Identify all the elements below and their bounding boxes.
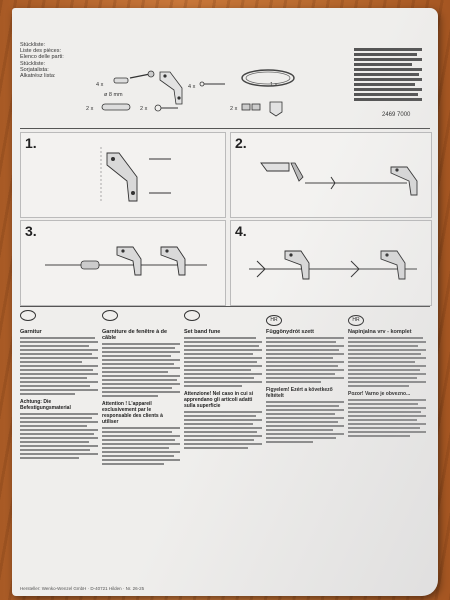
step-number: 4. bbox=[235, 223, 247, 239]
parts-list-labels: Stückliste: Liste des pièces: Elenco del… bbox=[20, 42, 64, 79]
dowel-icon bbox=[113, 77, 129, 84]
parts-label-line: Stückliste: bbox=[20, 60, 46, 67]
step-number: 2. bbox=[235, 135, 247, 151]
language-column-de: Garnitur Achtung: Die Befestigungsmateri… bbox=[20, 308, 98, 596]
hook-icon bbox=[199, 81, 225, 87]
part-qty: 2 x bbox=[230, 106, 238, 112]
body-text-lines bbox=[348, 337, 426, 387]
part-qty: 4 x bbox=[96, 82, 104, 88]
body-text-lines bbox=[102, 343, 180, 397]
body-text-lines bbox=[20, 413, 98, 459]
step-number: 1. bbox=[25, 135, 37, 151]
part-note: ø 8 mm bbox=[104, 92, 123, 98]
parts-label-line: Stückliste: bbox=[20, 42, 46, 48]
language-title: Függönydrót szett bbox=[266, 329, 314, 335]
body-text-lines bbox=[184, 411, 262, 449]
parts-label-line: Sorjatalista: bbox=[20, 66, 49, 73]
step-number: 3. bbox=[25, 223, 37, 239]
parts-list: Stückliste: Liste des pièces: Elenco del… bbox=[20, 42, 350, 134]
divider bbox=[20, 306, 430, 307]
body-text-lines bbox=[266, 401, 344, 443]
body-text-lines bbox=[20, 337, 98, 395]
language-column-fr: Garniture de fenêtre à de câble Attentio… bbox=[102, 308, 180, 596]
article-number: 2469 7000 bbox=[382, 112, 411, 118]
language-subtitle: Attenzione! Nel caso in cui si apprendan… bbox=[184, 390, 254, 409]
step-2-panel: 2. bbox=[230, 132, 432, 218]
body-text-lines bbox=[266, 337, 344, 383]
clip-icon bbox=[241, 103, 261, 111]
language-icon bbox=[184, 310, 200, 321]
parts-drawings bbox=[101, 69, 295, 117]
tensioner-icon bbox=[101, 103, 131, 111]
language-subtitle: Figyelem! Ezért a következő feltételt bbox=[266, 386, 333, 399]
language-icon bbox=[20, 310, 36, 321]
step-4-drawing bbox=[249, 250, 417, 280]
step-3-panel: 3. bbox=[20, 220, 226, 306]
language-title: Garniture de fenêtre à de câble bbox=[102, 329, 168, 341]
step-1-drawing bbox=[100, 147, 171, 203]
eyebolt-icon bbox=[154, 104, 178, 112]
step-2-drawing bbox=[260, 162, 418, 196]
language-icon bbox=[102, 310, 118, 321]
part-qty: 1 x bbox=[270, 82, 278, 88]
step-4-panel: 4. bbox=[230, 220, 432, 306]
bracket-icon bbox=[159, 71, 183, 105]
body-text-lines bbox=[184, 337, 262, 387]
parts-label-line: Elenco delle parti: bbox=[20, 54, 64, 61]
part-qty: 2 x bbox=[86, 106, 94, 112]
language-title: Garnitur bbox=[20, 329, 42, 335]
language-subtitle: Achtung: Die Befestigungsmaterial bbox=[20, 398, 71, 411]
parts-label-line: Alkatrész lista: bbox=[20, 73, 56, 80]
divider bbox=[20, 128, 430, 129]
language-column-hu: HR Függönydrót szett Figyelem! Ezért a k… bbox=[266, 308, 344, 596]
language-column-it: Set band fune Attenzione! Nel caso in cu… bbox=[184, 308, 262, 596]
manufacturer-footer: Hersteller: Wenko-Wenzel GmbH · D-40721 … bbox=[20, 586, 145, 591]
wire-coil-icon bbox=[241, 69, 295, 87]
language-icon: HR bbox=[266, 315, 282, 326]
step-3-drawing bbox=[45, 246, 207, 276]
language-title: Napinjalna vrv - komplet bbox=[348, 329, 412, 335]
language-subtitle: Pozor! Varno je obvezno... bbox=[348, 390, 411, 397]
language-title: Set band fune bbox=[184, 329, 221, 335]
parts-label-line: Liste des pièces: bbox=[20, 48, 61, 55]
part-qty: 2 x bbox=[140, 106, 148, 112]
part-qty: 4 x bbox=[188, 84, 196, 90]
language-subtitle: Attention ! L'appareil exclusivement par… bbox=[102, 400, 163, 425]
body-text-lines bbox=[102, 427, 180, 465]
barcode bbox=[354, 48, 422, 108]
language-column-sl: HR Napinjalna vrv - komplet Pozor! Varno… bbox=[348, 308, 426, 596]
step-1-panel: 1. bbox=[20, 132, 226, 218]
body-text-lines bbox=[348, 399, 426, 437]
gripper-icon bbox=[269, 101, 283, 117]
instruction-leaflet: Stückliste: Liste des pièces: Elenco del… bbox=[12, 8, 438, 596]
screw-icon bbox=[129, 70, 155, 79]
language-icon: HR bbox=[348, 315, 364, 326]
